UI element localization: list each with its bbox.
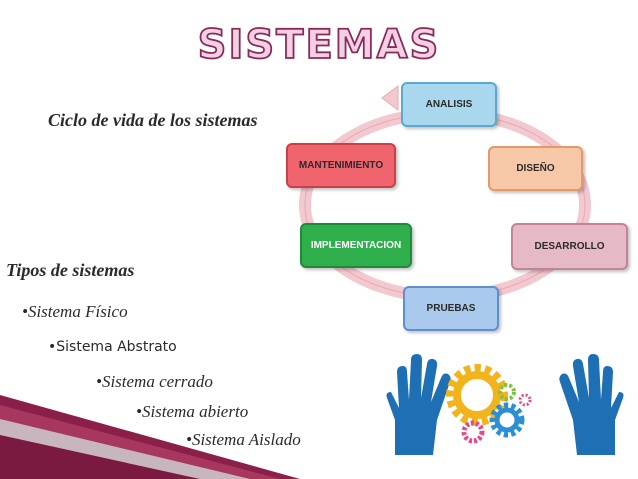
stage-label: IMPLEMENTACION	[310, 240, 402, 251]
stage-mantenimiento: MANTENIMIENTO	[286, 143, 396, 188]
list-item: •Sistema Aislado	[186, 430, 301, 449]
cycle-heading: Ciclo de vida de los sistemas	[48, 110, 258, 130]
types-heading: Tipos de sistemas	[6, 260, 135, 280]
stage-pruebas: PRUEBAS	[403, 286, 499, 331]
list-item: •Sistema cerrado	[96, 372, 213, 391]
page-title: SISTEMAS	[197, 21, 441, 69]
stage-analisis: ANALISIS	[401, 82, 497, 127]
stage-implementacion: IMPLEMENTACION	[300, 223, 412, 268]
list-item: •Sistema Abstrato	[48, 339, 177, 355]
stage-label: PRUEBAS	[426, 303, 476, 314]
decorative-swoosh	[0, 395, 300, 479]
hands-gears-icon	[386, 354, 624, 455]
list-item: •Sistema abierto	[136, 402, 249, 421]
stage-label: DESARROLLO	[534, 241, 605, 252]
stage-label: MANTENIMIENTO	[298, 160, 384, 171]
stage-desarrollo: DESARROLLO	[511, 223, 628, 270]
stage-diseno: DISEÑO	[488, 146, 583, 191]
stage-label: ANALISIS	[425, 99, 473, 110]
list-item: •Sistema Físico	[22, 302, 128, 321]
stage-label: DISEÑO	[516, 163, 555, 174]
